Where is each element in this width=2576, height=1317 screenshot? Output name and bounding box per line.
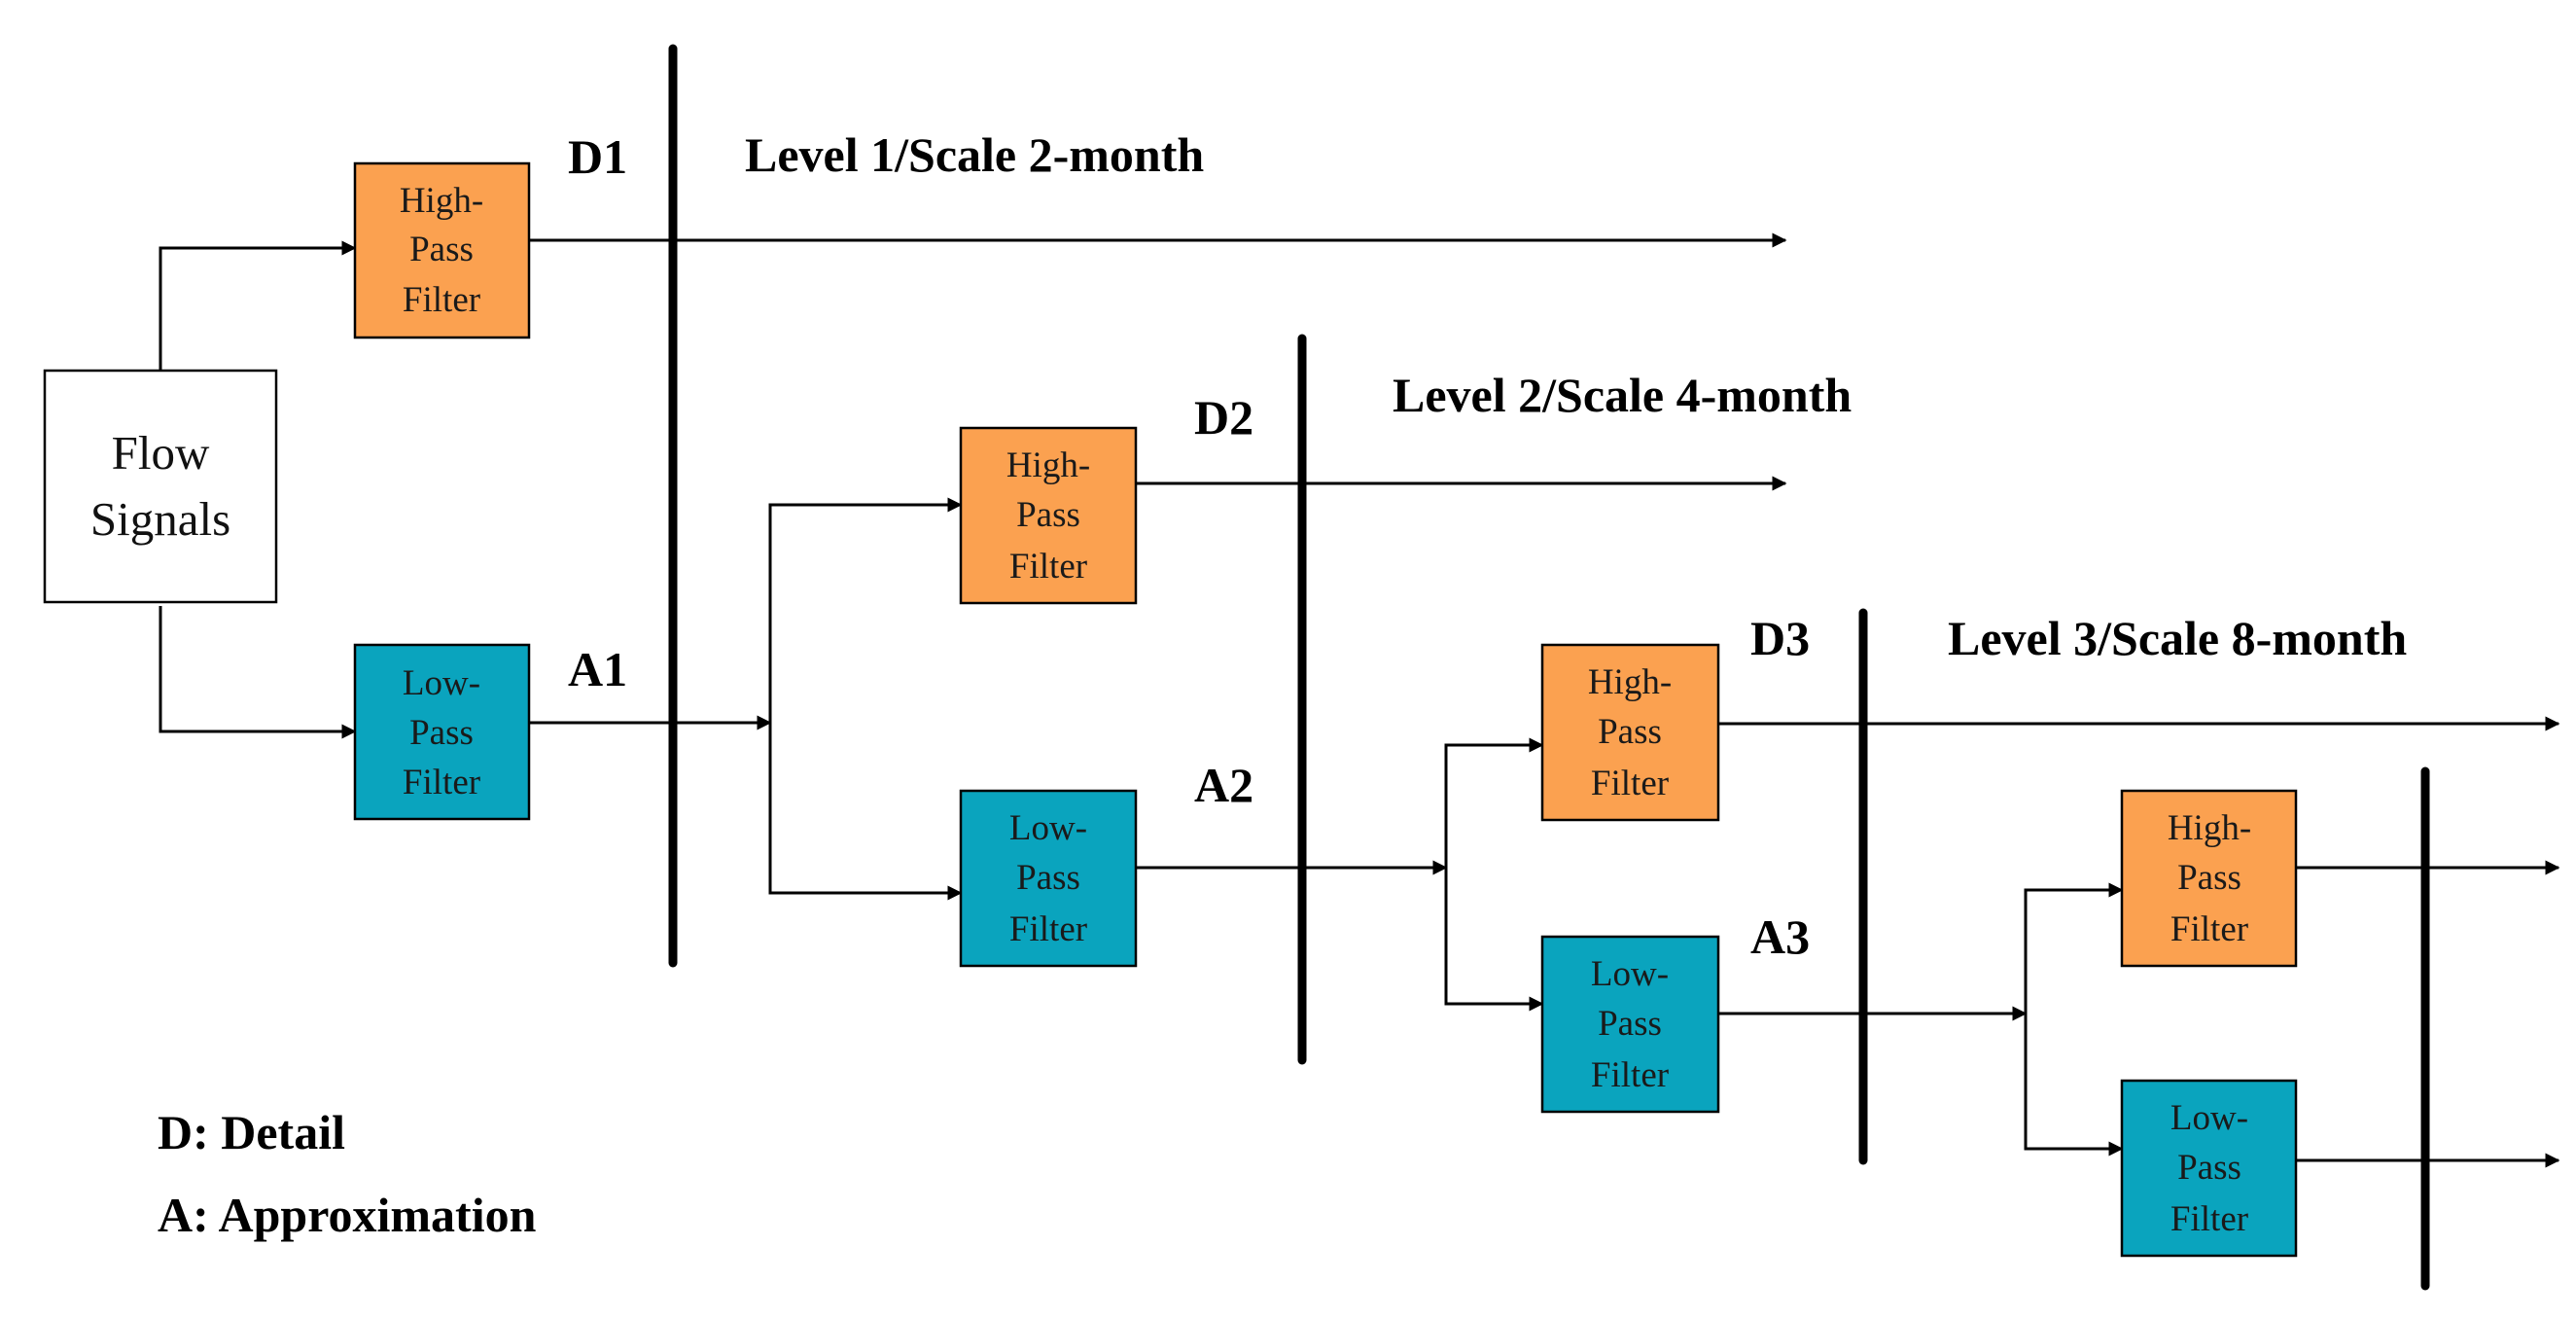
filter-label-line-1: High- — [1588, 662, 1672, 702]
filter-label-line-1: Low- — [403, 663, 480, 703]
high-pass-filter-level4: High- Pass Filter — [2120, 789, 2298, 968]
flow-signals-line-1: Flow — [112, 426, 210, 480]
connector-a2-split-to-hp3 — [1444, 737, 1544, 868]
connector-a2-split-to-lp3 — [1444, 868, 1544, 1012]
label-a1: A1 — [568, 642, 627, 696]
connector-a3-split-to-lp4 — [2024, 1014, 2124, 1157]
connector-source-to-hp1 — [159, 240, 357, 370]
legend-detail: D: Detail — [158, 1105, 345, 1159]
connector-a1-split-to-lp2 — [768, 723, 963, 901]
low-pass-filter-level4: Low- Pass Filter — [2120, 1079, 2298, 1258]
level3-title: Level 3/Scale 8-month — [1948, 611, 2407, 665]
filter-label-line-2: Pass — [409, 713, 474, 753]
filter-label-line-2: Pass — [1598, 712, 1662, 752]
filter-label-line-2: Pass — [409, 230, 474, 269]
connector-a3-split-to-hp4 — [2024, 882, 2124, 1014]
filter-label-line-1: High- — [400, 181, 483, 221]
low-pass-filter-level2: Low- Pass Filter — [959, 789, 1138, 968]
legend: D: Detail A: Approximation — [158, 1105, 537, 1242]
label-d1: D1 — [568, 129, 627, 184]
connector-lines — [159, 232, 2560, 1168]
label-d2: D2 — [1194, 390, 1253, 445]
level1-title: Level 1/Scale 2-month — [745, 127, 1204, 182]
filter-label-line-3: Filter — [2170, 1199, 2248, 1239]
filter-label-line-1: High- — [1006, 445, 1090, 485]
filter-label-line-2: Pass — [2177, 1148, 2241, 1188]
filter-label-line-3: Filter — [1591, 764, 1669, 803]
filter-label-line-3: Filter — [403, 280, 480, 320]
filter-label-line-2: Pass — [2177, 858, 2241, 898]
filter-label-line-3: Filter — [1009, 547, 1087, 587]
filter-label-line-3: Filter — [1009, 909, 1087, 949]
label-a3: A3 — [1750, 909, 1810, 964]
filter-label-line-3: Filter — [1591, 1055, 1669, 1095]
filter-label-line-3: Filter — [403, 763, 480, 802]
label-d3: D3 — [1750, 611, 1810, 665]
flow-signals-line-2: Signals — [90, 492, 230, 546]
filter-label-line-1: High- — [2168, 808, 2251, 848]
filter-label-line-2: Pass — [1016, 858, 1080, 898]
filter-label-line-1: Low- — [1591, 954, 1669, 994]
connector-source-to-lp1 — [159, 606, 357, 739]
high-pass-filter-level1: High- Pass Filter — [353, 161, 531, 339]
low-pass-filter-level3: Low- Pass Filter — [1540, 935, 1720, 1114]
filter-label-line-2: Pass — [1598, 1004, 1662, 1044]
low-pass-filter-level1: Low- Pass Filter — [353, 643, 531, 821]
high-pass-filter-level2: High- Pass Filter — [959, 426, 1138, 605]
legend-approximation: A: Approximation — [158, 1188, 537, 1242]
flow-signals-box: Flow Signals — [43, 369, 278, 604]
connector-a1-split-to-hp2 — [768, 497, 963, 723]
filter-label-line-3: Filter — [2170, 909, 2248, 949]
filter-label-line-1: Low- — [2170, 1098, 2248, 1138]
label-a2: A2 — [1194, 758, 1253, 812]
level2-title: Level 2/Scale 4-month — [1393, 368, 1852, 422]
filter-label-line-1: Low- — [1009, 808, 1087, 848]
high-pass-filter-level3: High- Pass Filter — [1540, 643, 1720, 822]
filter-label-line-2: Pass — [1016, 495, 1080, 535]
